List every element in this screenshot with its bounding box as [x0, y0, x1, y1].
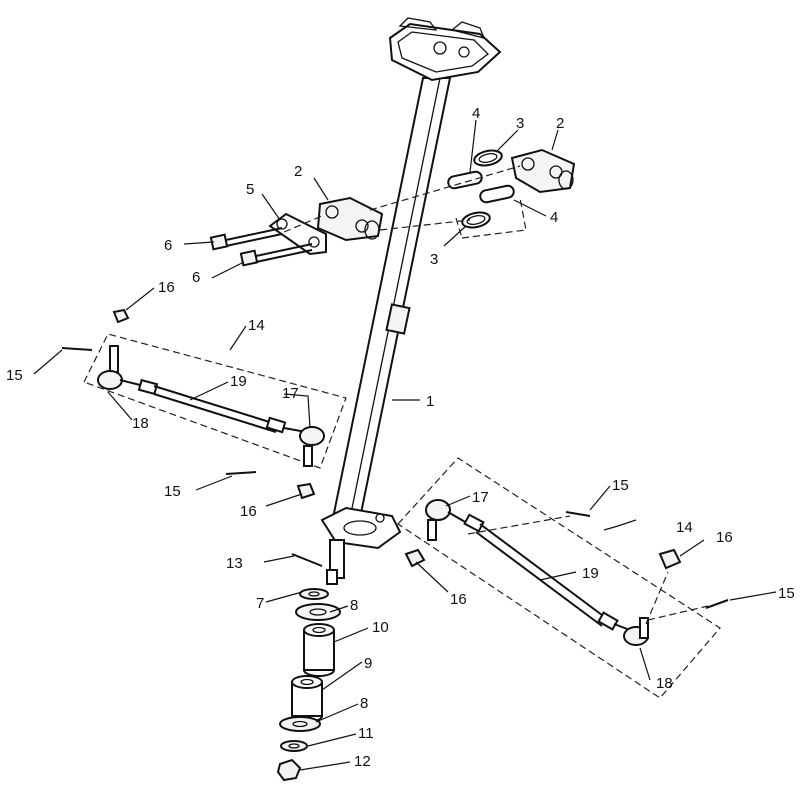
ring-lower-part-3 [461, 211, 491, 229]
lower-bracket [320, 506, 402, 550]
callout-18a: 18 [132, 415, 149, 432]
callout-1: 1 [426, 393, 434, 410]
nut-part-12 [276, 758, 302, 782]
washer-lower-part-8 [279, 716, 321, 732]
callout-16d: 16 [716, 529, 733, 546]
callout-16a: 16 [158, 279, 175, 296]
callout-6a: 6 [164, 237, 172, 254]
handlebar-mount-plate [388, 17, 502, 82]
callout-19b: 19 [582, 565, 599, 582]
washer-part-11 [280, 740, 308, 752]
callout-6b: 6 [192, 269, 200, 286]
callout-18b: 18 [656, 675, 673, 692]
bushing-part-10 [303, 623, 335, 677]
callout-9: 9 [364, 655, 372, 672]
ring-upper-part-3 [473, 149, 503, 167]
callout-13: 13 [226, 555, 243, 572]
callout-3a: 3 [516, 115, 524, 132]
callout-10: 10 [372, 619, 389, 636]
callout-15a: 15 [6, 367, 23, 384]
tie-rod-left-assembly-part-14 [61, 308, 347, 500]
callout-15c: 15 [612, 477, 629, 494]
tie-rod-right-assembly-part-14 [397, 457, 729, 699]
bolt-upper-part-6 [209, 227, 283, 251]
bushing-lower-part-4 [479, 184, 515, 204]
callout-3b: 3 [430, 251, 438, 268]
callout-4a: 4 [472, 105, 480, 122]
callout-16b: 16 [240, 503, 257, 520]
callout-19a: 19 [230, 373, 247, 390]
cotter-pin-part-13 [291, 553, 323, 567]
callout-4b: 4 [550, 209, 558, 226]
steering-column-part-1 [320, 17, 502, 585]
washer-part-7 [299, 588, 329, 600]
leader-lines [33, 119, 777, 771]
callout-12: 12 [354, 753, 371, 770]
callout-15d: 15 [778, 585, 795, 602]
callout-8a: 8 [350, 597, 358, 614]
callout-2b: 2 [556, 115, 564, 132]
callout-8b: 8 [360, 695, 368, 712]
callout-2a: 2 [294, 163, 302, 180]
callout-labels: 1 2 2 3 3 4 4 5 6 6 7 8 8 9 10 11 12 13 … [6, 105, 795, 770]
callout-17a: 17 [282, 385, 299, 402]
clamp-half-left-part-2 [316, 196, 384, 242]
callout-11: 11 [358, 725, 374, 742]
callout-5: 5 [246, 181, 254, 198]
bushing-part-9 [291, 675, 323, 723]
callout-7: 7 [256, 595, 264, 612]
bolt-lower-part-6 [239, 243, 313, 267]
washer-upper-part-8 [295, 603, 341, 621]
callout-17b: 17 [472, 489, 489, 506]
callout-15b: 15 [164, 483, 181, 500]
callout-14b: 14 [676, 519, 693, 536]
bushing-upper-part-4 [447, 170, 483, 190]
callout-16c: 16 [450, 591, 467, 608]
clamp-half-right-part-2 [510, 148, 576, 194]
callout-14a: 14 [248, 317, 265, 334]
